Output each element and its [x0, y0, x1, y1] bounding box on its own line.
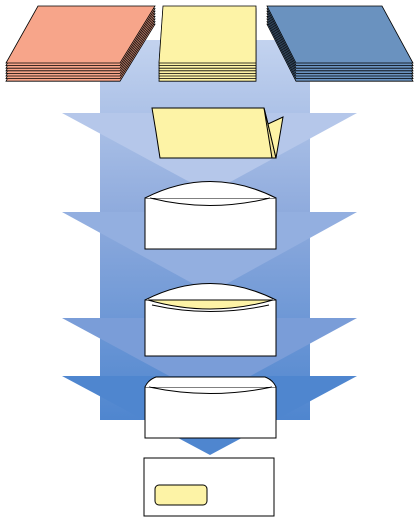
envelope-sealing-icon: [144, 376, 277, 439]
window-envelope-icon: [143, 457, 275, 517]
flow-arrow-tip: [178, 434, 244, 453]
yellow-paper-stack: [158, 5, 257, 82]
envelope-open-icon: [144, 181, 277, 250]
flow-chevron-2: [62, 212, 357, 293]
paper-sheet: [158, 5, 257, 64]
flow-chevron-3: [62, 318, 357, 398]
salmon-paper-stack: [5, 5, 156, 82]
paper-sheet: [266, 5, 414, 64]
blue-paper-stack: [266, 5, 414, 82]
paper-sheet: [5, 5, 156, 64]
envelope-filled-icon: [144, 283, 277, 357]
folded-letter-icon: [151, 107, 284, 159]
